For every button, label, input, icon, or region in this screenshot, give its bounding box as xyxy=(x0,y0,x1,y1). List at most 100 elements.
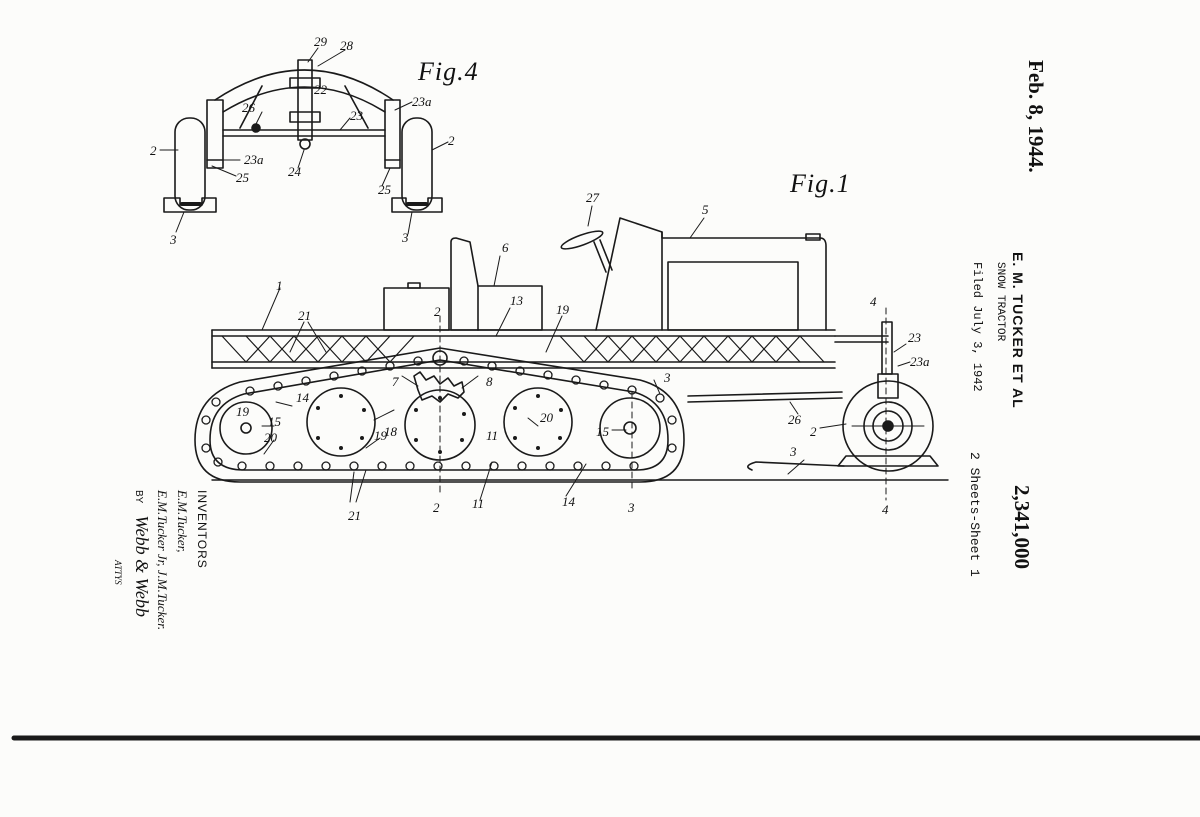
svg-text:26: 26 xyxy=(242,100,256,115)
svg-text:28: 28 xyxy=(340,38,354,53)
patent-filed-date: Filed July 3, 1942 xyxy=(970,262,984,392)
fig4-labels: 29 28 22 26 23a 23 2 2 23a 25 24 25 3 3 xyxy=(150,34,455,247)
svg-text:2: 2 xyxy=(448,133,455,148)
section-lines xyxy=(439,307,887,501)
svg-text:3: 3 xyxy=(789,444,797,459)
fig1-title: Fig.1 xyxy=(789,169,851,198)
svg-text:25: 25 xyxy=(378,182,392,197)
svg-text:4: 4 xyxy=(870,294,877,309)
fig4-ski-left xyxy=(163,197,217,213)
svg-text:3: 3 xyxy=(663,370,671,385)
svg-text:7: 7 xyxy=(392,374,399,389)
front-tire xyxy=(842,380,934,472)
svg-text:20: 20 xyxy=(540,410,554,425)
svg-text:26: 26 xyxy=(788,412,802,427)
fig4-tire-right xyxy=(401,117,433,211)
svg-text:3: 3 xyxy=(169,232,177,247)
road-wheel-1 xyxy=(306,387,376,457)
fig4-pivot xyxy=(299,138,311,150)
svg-text:13: 13 xyxy=(510,293,524,308)
fig4-tire-left xyxy=(174,117,206,211)
svg-text:4: 4 xyxy=(882,502,889,517)
svg-text:11: 11 xyxy=(486,428,498,443)
patent-title: SNOW TRACTOR xyxy=(994,262,1006,342)
track-outer xyxy=(194,347,685,483)
svg-text:23a: 23a xyxy=(412,94,432,109)
fig4-bolt xyxy=(251,123,261,133)
svg-text:1: 1 xyxy=(276,278,283,293)
svg-text:22: 22 xyxy=(314,82,328,97)
svg-text:14: 14 xyxy=(296,390,310,405)
fig1-leaders xyxy=(261,205,911,503)
inventor-name-1: E.M.Tucker, xyxy=(175,490,190,553)
attorney-line: BY Webb & Webb xyxy=(128,490,152,630)
svg-text:24: 24 xyxy=(288,164,302,179)
svg-text:21: 21 xyxy=(298,308,311,323)
road-wheel-3 xyxy=(503,387,573,457)
fig4-arch-inner xyxy=(222,86,386,113)
svg-text:2: 2 xyxy=(810,424,817,439)
fig4-braces xyxy=(239,85,369,129)
svg-text:19: 19 xyxy=(374,428,388,443)
svg-text:15: 15 xyxy=(268,414,282,429)
patent-date: Feb. 8, 1944. xyxy=(1024,60,1048,173)
by-label: BY xyxy=(133,490,144,504)
front-ski-tip xyxy=(747,461,845,471)
svg-text:6: 6 xyxy=(502,240,509,255)
ski-post xyxy=(881,321,893,375)
attorney-signature: Webb & Webb xyxy=(132,515,152,618)
frame-truss xyxy=(221,335,825,363)
patent-number: 2,341,000 xyxy=(1010,485,1034,569)
svg-text:5: 5 xyxy=(702,202,709,217)
fig4-frame-right-bracket xyxy=(384,99,401,169)
inventors-heading: INVENTORS xyxy=(195,490,209,569)
svg-text:18: 18 xyxy=(384,424,398,439)
fig4-center-post xyxy=(297,59,313,141)
fig4-leaders xyxy=(159,47,449,235)
wheel-bolts xyxy=(316,394,563,454)
patent-sheet-count: 2 Sheets-Sheet 1 xyxy=(967,452,982,577)
svg-text:19: 19 xyxy=(556,302,570,317)
dashboard xyxy=(595,217,663,331)
fig4-drawing xyxy=(159,47,449,235)
svg-text:25: 25 xyxy=(236,170,250,185)
track-cleats xyxy=(201,356,677,471)
seat xyxy=(450,237,543,331)
svg-text:15: 15 xyxy=(596,424,610,439)
svg-text:23a: 23a xyxy=(910,354,930,369)
fig1-labels: 27 5 6 13 19 1 21 2 4 23 23a 7 8 3 14 19… xyxy=(236,190,930,523)
fig4-ski-right xyxy=(391,197,443,213)
attys-label: ATTYS xyxy=(113,560,123,585)
svg-text:3: 3 xyxy=(627,500,635,515)
svg-text:14: 14 xyxy=(562,494,576,509)
inventor-name-2: E.M.Tucker Jr, J.M.Tucker. xyxy=(155,490,170,631)
svg-text:19: 19 xyxy=(236,404,250,419)
fig1-drawing xyxy=(194,205,949,503)
svg-text:27: 27 xyxy=(586,190,600,205)
engine-hood xyxy=(661,231,827,331)
fig4-frame-left-bracket xyxy=(206,99,224,169)
svg-text:29: 29 xyxy=(314,34,328,49)
svg-text:2: 2 xyxy=(150,143,157,158)
track-inner xyxy=(209,359,669,471)
patent-inventors: E. M. TUCKER ET AL xyxy=(1010,252,1026,409)
fig4-title: Fig.4 xyxy=(417,57,479,86)
svg-text:2: 2 xyxy=(433,500,440,515)
track-wheel-rear xyxy=(219,401,273,455)
engine-side-panel xyxy=(667,261,799,331)
ski-arm xyxy=(687,391,843,403)
svg-text:2: 2 xyxy=(434,304,441,319)
svg-text:23: 23 xyxy=(908,330,922,345)
svg-text:23: 23 xyxy=(350,108,364,123)
svg-text:20: 20 xyxy=(264,430,278,445)
ski-bracket xyxy=(837,455,939,467)
track-wheel-front xyxy=(599,397,661,459)
svg-text:11: 11 xyxy=(472,496,484,511)
svg-text:8: 8 xyxy=(486,374,493,389)
inventors-block: INVENTORS E.M.Tucker, E.M.Tucker Jr, J.M… xyxy=(108,490,212,630)
steering-wheel xyxy=(560,230,604,250)
fig4-arch-outer xyxy=(214,69,394,101)
svg-text:23a: 23a xyxy=(244,152,264,167)
